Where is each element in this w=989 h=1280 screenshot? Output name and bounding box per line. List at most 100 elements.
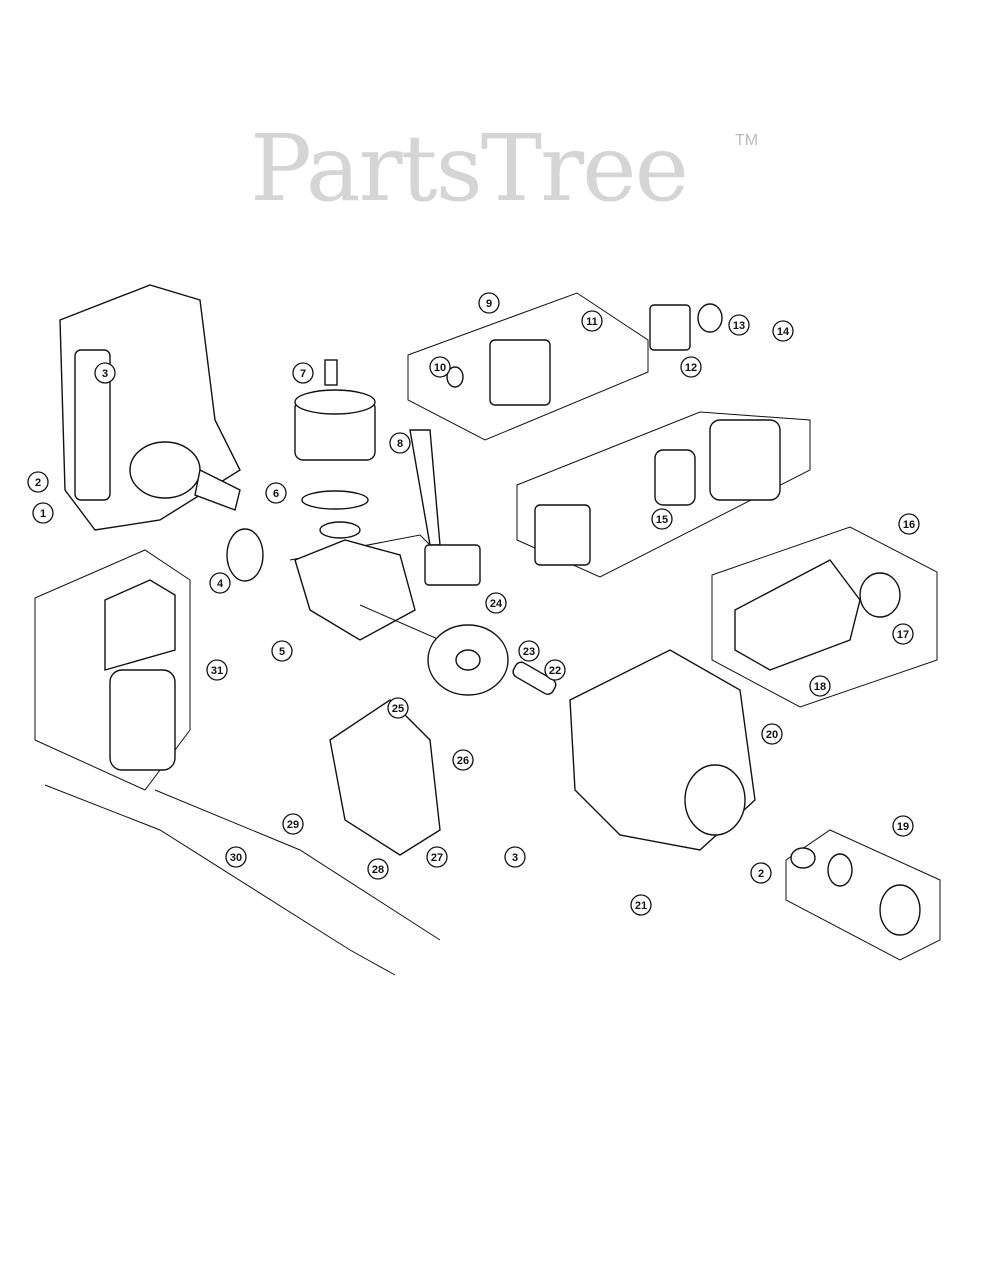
engine-shroud-part xyxy=(59,284,241,531)
group-outline-19 xyxy=(785,829,941,961)
callout-11[interactable]: 11 xyxy=(581,310,603,332)
flywheel-part xyxy=(427,624,509,696)
callout-label: 31 xyxy=(211,665,223,677)
callout-circle xyxy=(292,362,314,384)
callout-27[interactable]: 27 xyxy=(426,846,448,868)
watermark: PartsTree xyxy=(250,115,687,222)
callout-3[interactable]: 3 xyxy=(94,362,116,384)
callout-circle xyxy=(518,640,540,662)
callout-26[interactable]: 26 xyxy=(452,749,474,771)
callout-13[interactable]: 13 xyxy=(728,314,750,336)
callout-label: 10 xyxy=(434,362,446,374)
callout-8[interactable]: 8 xyxy=(389,432,411,454)
callout-21[interactable]: 21 xyxy=(630,894,652,916)
callout-22[interactable]: 22 xyxy=(544,659,566,681)
callout-label: 23 xyxy=(523,646,535,658)
callout-circle xyxy=(282,813,304,835)
callout-label: 12 xyxy=(685,362,697,374)
callout-circle xyxy=(750,862,772,884)
callout-4[interactable]: 4 xyxy=(209,572,231,594)
callout-30[interactable]: 30 xyxy=(225,846,247,868)
callout-circle xyxy=(581,310,603,332)
callout-label: 4 xyxy=(217,578,224,590)
callout-label: 9 xyxy=(486,298,492,310)
callout-circle xyxy=(544,659,566,681)
callout-18[interactable]: 18 xyxy=(809,675,831,697)
callout-circle xyxy=(209,572,231,594)
callout-circle xyxy=(485,592,507,614)
callout-circle xyxy=(452,749,474,771)
callout-5[interactable]: 5 xyxy=(271,640,293,662)
muffler-part xyxy=(104,579,176,771)
callout-circle xyxy=(651,508,673,530)
callout-25[interactable]: 25 xyxy=(387,697,409,719)
callout-12[interactable]: 12 xyxy=(680,356,702,378)
callout-circle xyxy=(271,640,293,662)
air-filter-part xyxy=(534,419,781,566)
callout-2[interactable]: 2 xyxy=(750,862,772,884)
callout-circle xyxy=(898,513,920,535)
callout-14[interactable]: 14 xyxy=(772,320,794,342)
callout-10[interactable]: 10 xyxy=(429,356,451,378)
callout-label: 19 xyxy=(897,821,909,833)
callout-label: 21 xyxy=(635,900,647,912)
callout-label: 25 xyxy=(392,703,404,715)
group-outline-31 xyxy=(34,549,191,791)
callout-circle xyxy=(761,723,783,745)
callout-24[interactable]: 24 xyxy=(485,592,507,614)
callout-label: 3 xyxy=(512,852,518,864)
crankcase-part xyxy=(294,521,441,641)
callout-circle xyxy=(892,815,914,837)
callout-label: 14 xyxy=(777,326,790,338)
callout-label: 17 xyxy=(897,629,909,641)
callout-label: 6 xyxy=(273,488,279,500)
callout-17[interactable]: 17 xyxy=(892,623,914,645)
callout-circle xyxy=(387,697,409,719)
callout-label: 8 xyxy=(397,438,403,450)
callout-label: 27 xyxy=(431,852,443,864)
shaft-part xyxy=(512,661,557,695)
callout-circle xyxy=(27,471,49,493)
callout-label: 13 xyxy=(733,320,745,332)
callout-circle xyxy=(389,432,411,454)
callout-circle xyxy=(32,502,54,524)
callout-circle xyxy=(94,362,116,384)
callout-circle xyxy=(772,320,794,342)
callout-15[interactable]: 15 xyxy=(651,508,673,530)
callout-circle xyxy=(809,675,831,697)
cylinder-part xyxy=(294,359,376,510)
carburetor-part xyxy=(446,303,723,406)
callout-16[interactable]: 16 xyxy=(898,513,920,535)
callout-circle xyxy=(728,314,750,336)
callout-circle xyxy=(206,659,228,681)
callout-label: 1 xyxy=(40,508,46,520)
callout-circle xyxy=(478,292,500,314)
callout-label: 3 xyxy=(102,368,108,380)
callout-2[interactable]: 2 xyxy=(27,471,49,493)
callout-28[interactable]: 28 xyxy=(367,858,389,880)
callout-29[interactable]: 29 xyxy=(282,813,304,835)
callout-31[interactable]: 31 xyxy=(206,659,228,681)
callout-label: 22 xyxy=(549,665,561,677)
callout-1[interactable]: 1 xyxy=(32,502,54,524)
callout-circle xyxy=(680,356,702,378)
callout-3[interactable]: 3 xyxy=(504,846,526,868)
throttle-cables-part xyxy=(44,784,441,976)
callout-label: 30 xyxy=(230,852,242,864)
callout-circle xyxy=(225,846,247,868)
callout-7[interactable]: 7 xyxy=(292,362,314,384)
gear-housing-part xyxy=(734,559,901,671)
callout-20[interactable]: 20 xyxy=(761,723,783,745)
callout-label: 20 xyxy=(766,729,778,741)
gasket-part xyxy=(226,528,264,582)
callout-23[interactable]: 23 xyxy=(518,640,540,662)
callout-label: 2 xyxy=(758,868,764,880)
callout-label: 16 xyxy=(903,519,915,531)
callout-9[interactable]: 9 xyxy=(478,292,500,314)
callout-circle xyxy=(504,846,526,868)
callout-circle xyxy=(630,894,652,916)
callout-label: 15 xyxy=(656,514,668,526)
callout-6[interactable]: 6 xyxy=(265,482,287,504)
callout-19[interactable]: 19 xyxy=(892,815,914,837)
callout-circle xyxy=(367,858,389,880)
